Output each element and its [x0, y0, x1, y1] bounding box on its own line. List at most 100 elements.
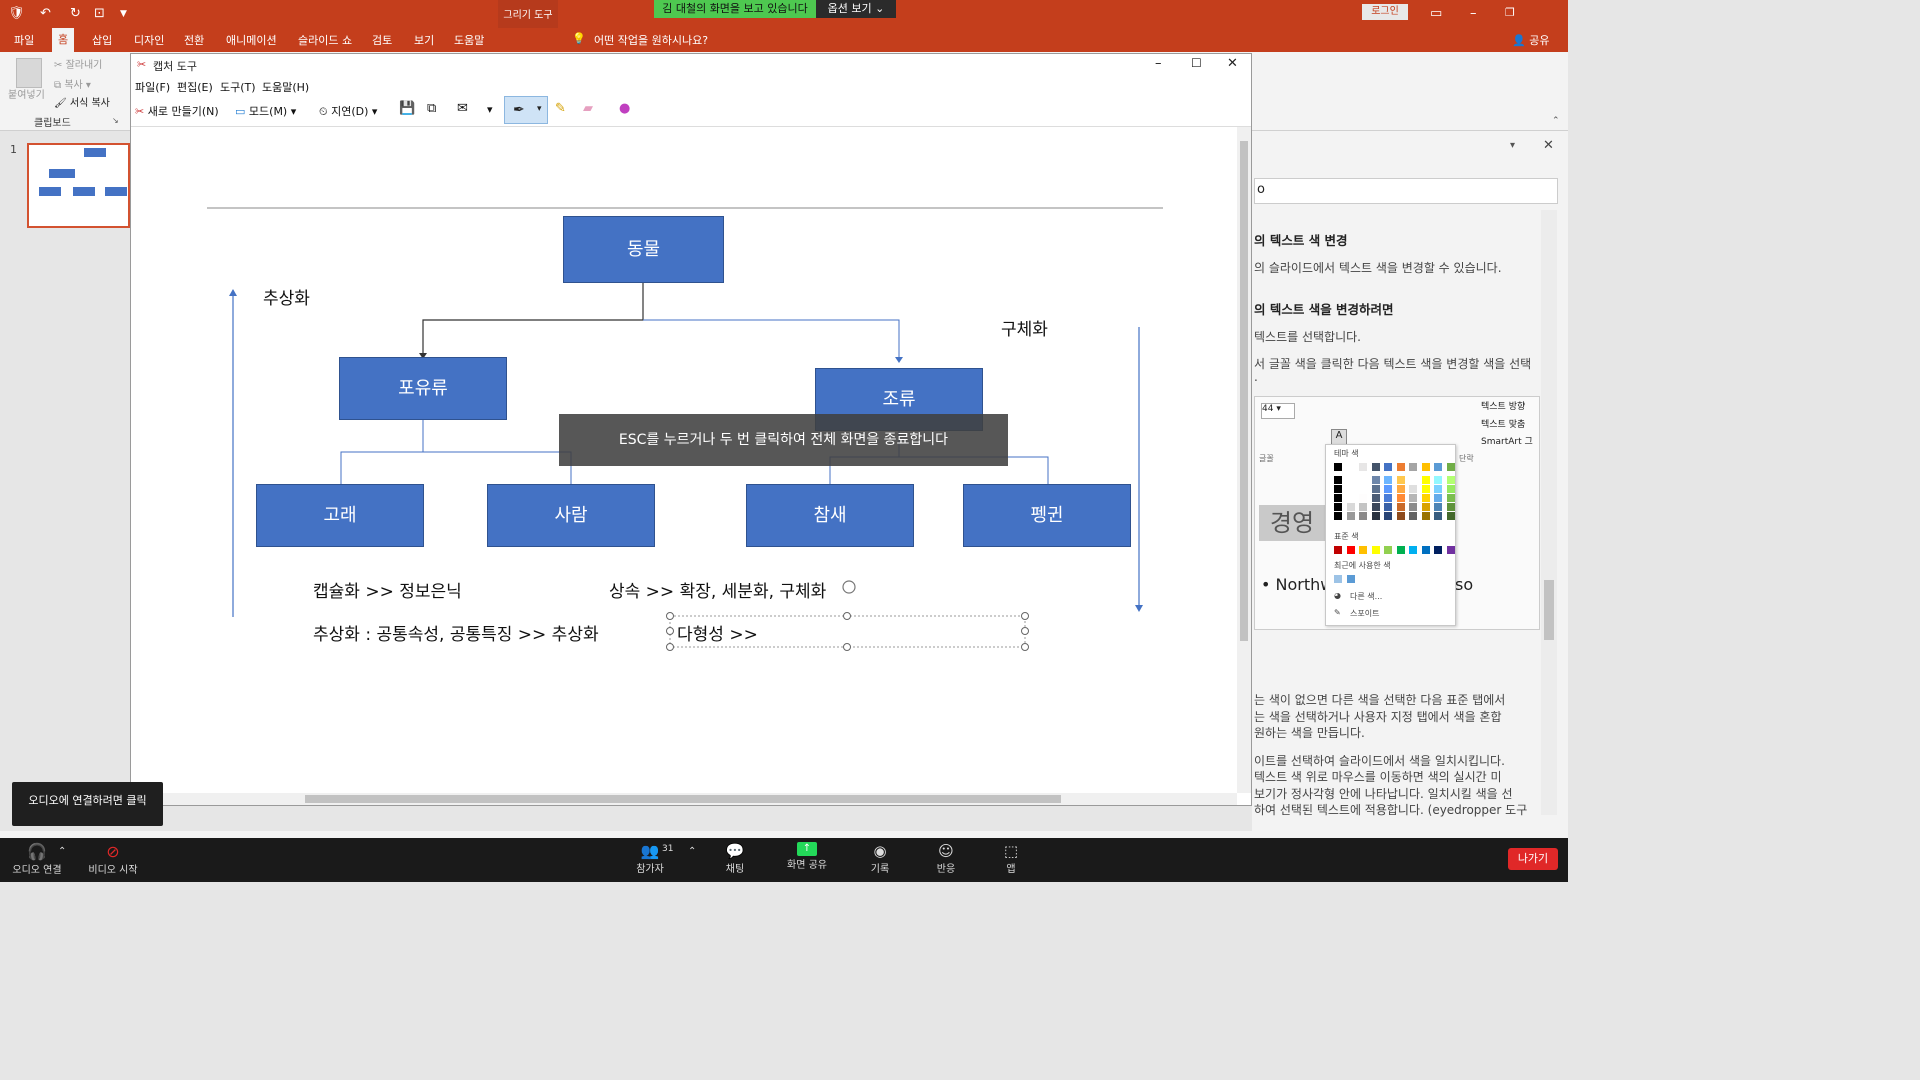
- standard-color-swatch[interactable]: [1446, 546, 1455, 554]
- slideshow-icon[interactable]: ⊡: [94, 6, 105, 21]
- theme-shade-swatch[interactable]: [1409, 494, 1417, 502]
- theme-color-swatch[interactable]: [1371, 463, 1380, 471]
- share-screen-button[interactable]: ↑ 화면 공유: [782, 842, 832, 871]
- maximize-icon[interactable]: ☐: [1191, 56, 1202, 70]
- theme-shade-swatch[interactable]: [1371, 476, 1380, 484]
- node-animal[interactable]: 동물: [563, 216, 724, 283]
- concretization-label[interactable]: 구체화: [1001, 320, 1048, 340]
- save-icon[interactable]: 💾: [399, 101, 416, 116]
- standard-color-swatch[interactable]: [1434, 546, 1442, 554]
- theme-color-swatch[interactable]: [1409, 463, 1417, 471]
- theme-shade-swatch[interactable]: [1359, 476, 1367, 484]
- theme-shade-swatch[interactable]: [1409, 485, 1417, 493]
- delay-button[interactable]: ⏲ 지연(D) ▾: [319, 105, 378, 118]
- abstraction-label[interactable]: 추상화: [263, 289, 310, 309]
- theme-shade-swatch[interactable]: [1396, 485, 1405, 493]
- standard-color-swatch[interactable]: [1371, 546, 1380, 554]
- theme-shade-swatch[interactable]: [1409, 476, 1417, 484]
- theme-shade-swatch[interactable]: [1346, 485, 1355, 493]
- new-snip-button[interactable]: ✂ 새로 만들기(N): [135, 103, 219, 119]
- collapse-ribbon-icon[interactable]: ⌃: [1552, 116, 1560, 126]
- theme-shade-swatch[interactable]: [1446, 512, 1455, 520]
- tab-insert[interactable]: 삽입: [92, 34, 113, 47]
- close-icon[interactable]: ✕: [1227, 56, 1238, 71]
- theme-color-swatch[interactable]: [1446, 463, 1455, 471]
- standard-color-swatch[interactable]: [1334, 546, 1342, 554]
- horizontal-scrollbar-thumb[interactable]: [305, 795, 1061, 803]
- theme-shade-swatch[interactable]: [1421, 503, 1430, 511]
- participants-button[interactable]: 👥 참가자: [630, 842, 670, 875]
- leave-meeting-button[interactable]: 나가기: [1508, 848, 1558, 870]
- node-whale[interactable]: 고래: [256, 484, 424, 547]
- help-scrollbar[interactable]: [1541, 210, 1557, 815]
- standard-color-swatch[interactable]: [1346, 546, 1355, 554]
- redo-icon[interactable]: ↻: [70, 6, 81, 21]
- vertical-scrollbar[interactable]: [1237, 127, 1251, 793]
- theme-shade-swatch[interactable]: [1446, 476, 1455, 484]
- theme-shade-swatch[interactable]: [1421, 494, 1430, 502]
- theme-shade-swatch[interactable]: [1346, 476, 1355, 484]
- theme-shade-swatch[interactable]: [1384, 503, 1392, 511]
- theme-shade-swatch[interactable]: [1396, 476, 1405, 484]
- menu-file[interactable]: 파일(F): [135, 81, 171, 94]
- theme-shade-swatch[interactable]: [1446, 485, 1455, 493]
- theme-shade-swatch[interactable]: [1396, 494, 1405, 502]
- share-button[interactable]: 👤 공유: [1512, 32, 1549, 48]
- theme-shade-swatch[interactable]: [1384, 485, 1392, 493]
- menu-tools[interactable]: 도구(T): [220, 81, 256, 94]
- node-penguin[interactable]: 펭귄: [963, 484, 1131, 547]
- customize-qat-icon[interactable]: ▼: [120, 9, 127, 19]
- recent-color-swatch[interactable]: [1346, 575, 1355, 583]
- theme-shade-swatch[interactable]: [1359, 485, 1367, 493]
- theme-shade-swatch[interactable]: [1334, 494, 1342, 502]
- tab-help[interactable]: 도움말: [454, 34, 485, 47]
- node-mammal[interactable]: 포유류: [339, 357, 507, 420]
- tell-me-search[interactable]: 어떤 작업을 원하시나요?: [594, 34, 709, 47]
- copy-icon[interactable]: ⧉: [427, 101, 437, 116]
- standard-color-swatch[interactable]: [1421, 546, 1430, 554]
- theme-shade-swatch[interactable]: [1371, 503, 1380, 511]
- record-button[interactable]: ◉ 기록: [864, 842, 896, 875]
- start-video-button[interactable]: ⊘ 비디오 시작: [84, 842, 142, 876]
- theme-shade-swatch[interactable]: [1384, 494, 1392, 502]
- slide-thumbnail-1[interactable]: [27, 143, 130, 228]
- encapsulation-text[interactable]: 캡슐화 >> 정보은닉: [313, 582, 462, 602]
- tab-animations[interactable]: 애니메이션: [226, 34, 277, 47]
- theme-shade-swatch[interactable]: [1446, 503, 1455, 511]
- theme-shade-swatch[interactable]: [1434, 476, 1442, 484]
- format-painter-button[interactable]: 🖌 서식 복사: [54, 94, 110, 109]
- dialog-launcher-icon[interactable]: ↘: [112, 116, 119, 125]
- theme-shade-swatch[interactable]: [1359, 512, 1367, 520]
- help-scrollbar-thumb[interactable]: [1544, 580, 1554, 640]
- reactions-button[interactable]: ☺ 반응: [930, 842, 962, 875]
- audio-options-icon[interactable]: ⌃: [58, 846, 67, 857]
- theme-shade-swatch[interactable]: [1371, 512, 1380, 520]
- menu-edit[interactable]: 편집(E): [177, 81, 213, 94]
- theme-shade-swatch[interactable]: [1384, 512, 1392, 520]
- send-dropdown-icon[interactable]: ▾: [487, 103, 493, 116]
- theme-shade-swatch[interactable]: [1359, 494, 1367, 502]
- theme-shade-swatch[interactable]: [1421, 512, 1430, 520]
- pane-options-icon[interactable]: ▾: [1510, 140, 1516, 151]
- theme-color-swatch[interactable]: [1396, 463, 1405, 471]
- theme-shade-swatch[interactable]: [1334, 503, 1342, 511]
- theme-shade-swatch[interactable]: [1409, 503, 1417, 511]
- pen-button[interactable]: ✒▾: [504, 96, 548, 124]
- theme-color-swatch[interactable]: [1359, 463, 1367, 471]
- theme-color-swatch[interactable]: [1384, 463, 1392, 471]
- copy-button[interactable]: ⧉ 복사 ▾: [54, 80, 91, 91]
- apps-button[interactable]: ⬚ 앱: [996, 842, 1026, 875]
- theme-shade-swatch[interactable]: [1434, 512, 1442, 520]
- highlighter-icon[interactable]: ✎: [555, 101, 566, 116]
- theme-shade-swatch[interactable]: [1334, 485, 1342, 493]
- theme-shade-swatch[interactable]: [1434, 485, 1442, 493]
- theme-shade-swatch[interactable]: [1434, 494, 1442, 502]
- minimize-icon[interactable]: –: [1470, 6, 1477, 21]
- theme-shade-swatch[interactable]: [1409, 512, 1417, 520]
- standard-color-swatch[interactable]: [1396, 546, 1405, 554]
- tab-design[interactable]: 디자인: [134, 34, 165, 47]
- horizontal-scrollbar[interactable]: [131, 793, 1237, 805]
- tab-slideshow[interactable]: 슬라이드 쇼: [298, 34, 353, 47]
- join-audio-button[interactable]: 🎧 오디오 연결: [10, 842, 64, 876]
- theme-shade-swatch[interactable]: [1384, 476, 1392, 484]
